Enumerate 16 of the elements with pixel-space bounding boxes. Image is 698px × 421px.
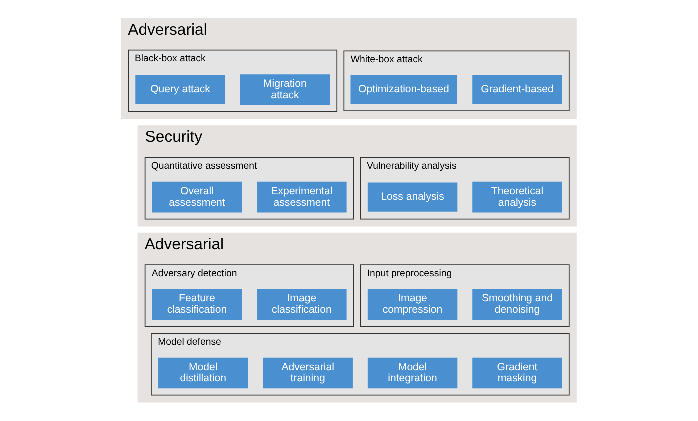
- node-box: Migration attack: [240, 74, 330, 106]
- node-box: Loss analysis: [368, 182, 458, 212]
- node-box: Smoothing and denoising: [472, 289, 562, 320]
- node-box: Image classification: [257, 289, 347, 320]
- node-box: Experimental assessment: [257, 182, 347, 213]
- node-box: Model distillation: [158, 358, 248, 389]
- node-box: Gradient-based: [472, 75, 562, 104]
- node-box: Adversarial training: [263, 358, 353, 389]
- node-box: Model integration: [368, 358, 458, 389]
- node-box: Optimization-based: [350, 75, 458, 104]
- node-box: Overall assessment: [152, 182, 242, 213]
- node-box: Theoretical analysis: [472, 182, 562, 213]
- node-box: Query attack: [136, 75, 226, 104]
- node-box: Image compression: [368, 289, 458, 320]
- node-box: Gradient masking: [472, 358, 562, 389]
- node-box: Feature classification: [152, 289, 242, 320]
